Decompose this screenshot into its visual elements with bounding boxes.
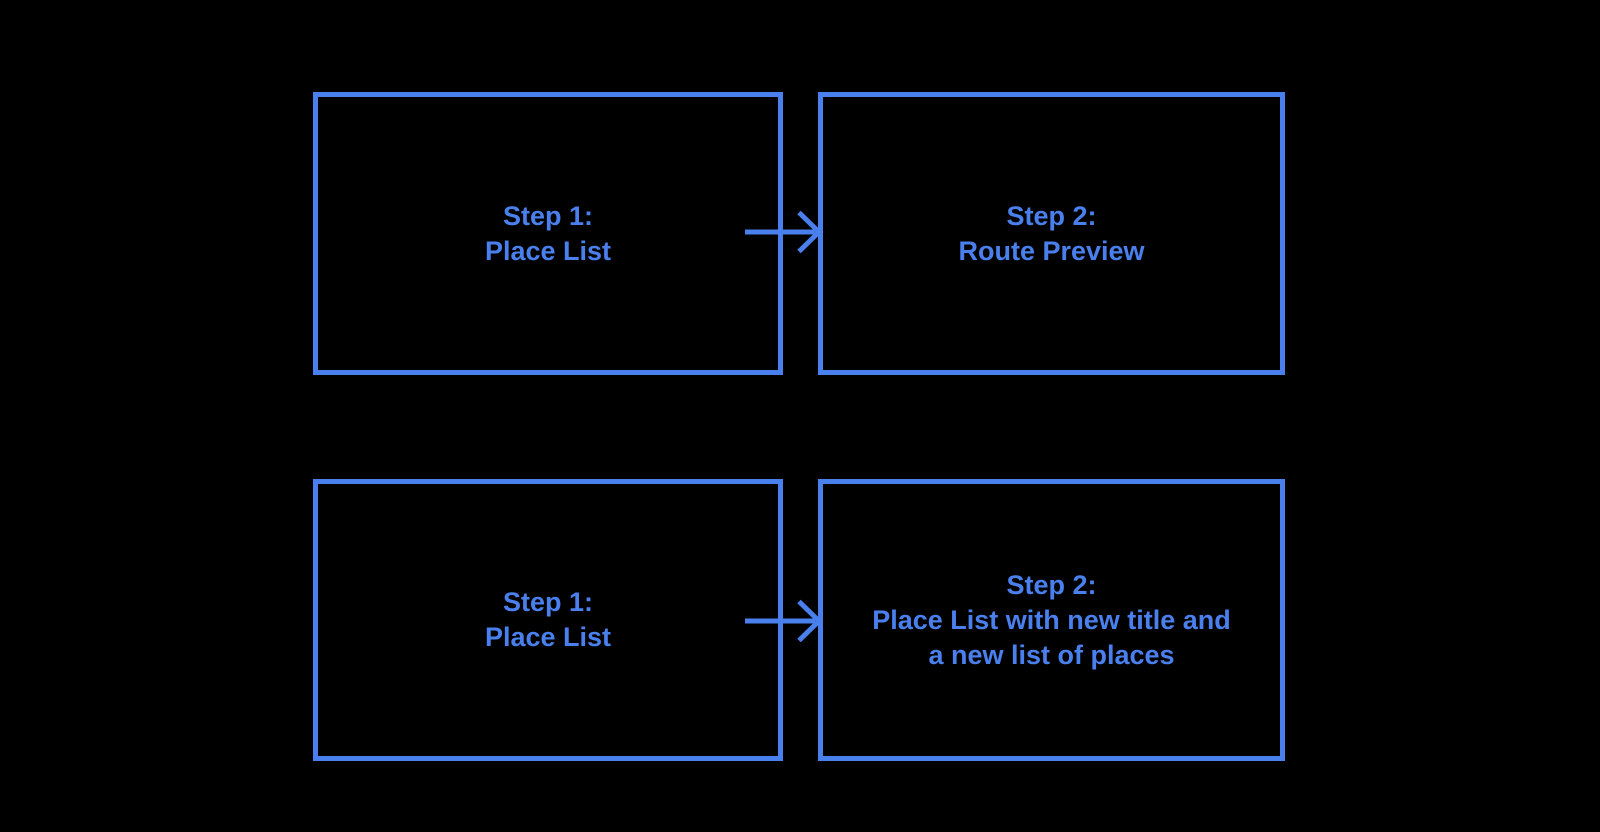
flow2-step2-box: Step 2: Place List with new title and a … (818, 479, 1285, 761)
flow1-step2-label: Step 2: Route Preview (958, 199, 1144, 269)
flow1-arrow-head (797, 210, 823, 254)
flow2-arrow-head (797, 599, 823, 643)
flow1-step1-line1: Step 1: (502, 200, 594, 231)
flow2-step2-label: Step 2: Place List with new title and a … (872, 568, 1231, 673)
flow1-step1-box: Step 1: Place List (313, 92, 783, 375)
flow2-step2-line2: Place List with new title and (872, 604, 1231, 635)
flow1-step2-line1: Step 2: (1006, 200, 1097, 231)
flow2-step2-line3: a new list of places (928, 639, 1175, 670)
flow2-step1-box: Step 1: Place List (313, 479, 783, 761)
flow2-step1-line2: Place List (484, 622, 612, 652)
flow2-step1-label: Step 1: Place List (485, 585, 611, 655)
flow1-step1-line2: Place List (484, 235, 612, 266)
flow2-step2-line1: Step 2: (1006, 569, 1097, 600)
flow2-step1-line1: Step 1: (502, 587, 594, 617)
flow1-step2-box: Step 2: Route Preview (818, 92, 1285, 375)
flow1-step2-line2: Route Preview (958, 235, 1145, 266)
flow1-step1-label: Step 1: Place List (485, 199, 611, 269)
